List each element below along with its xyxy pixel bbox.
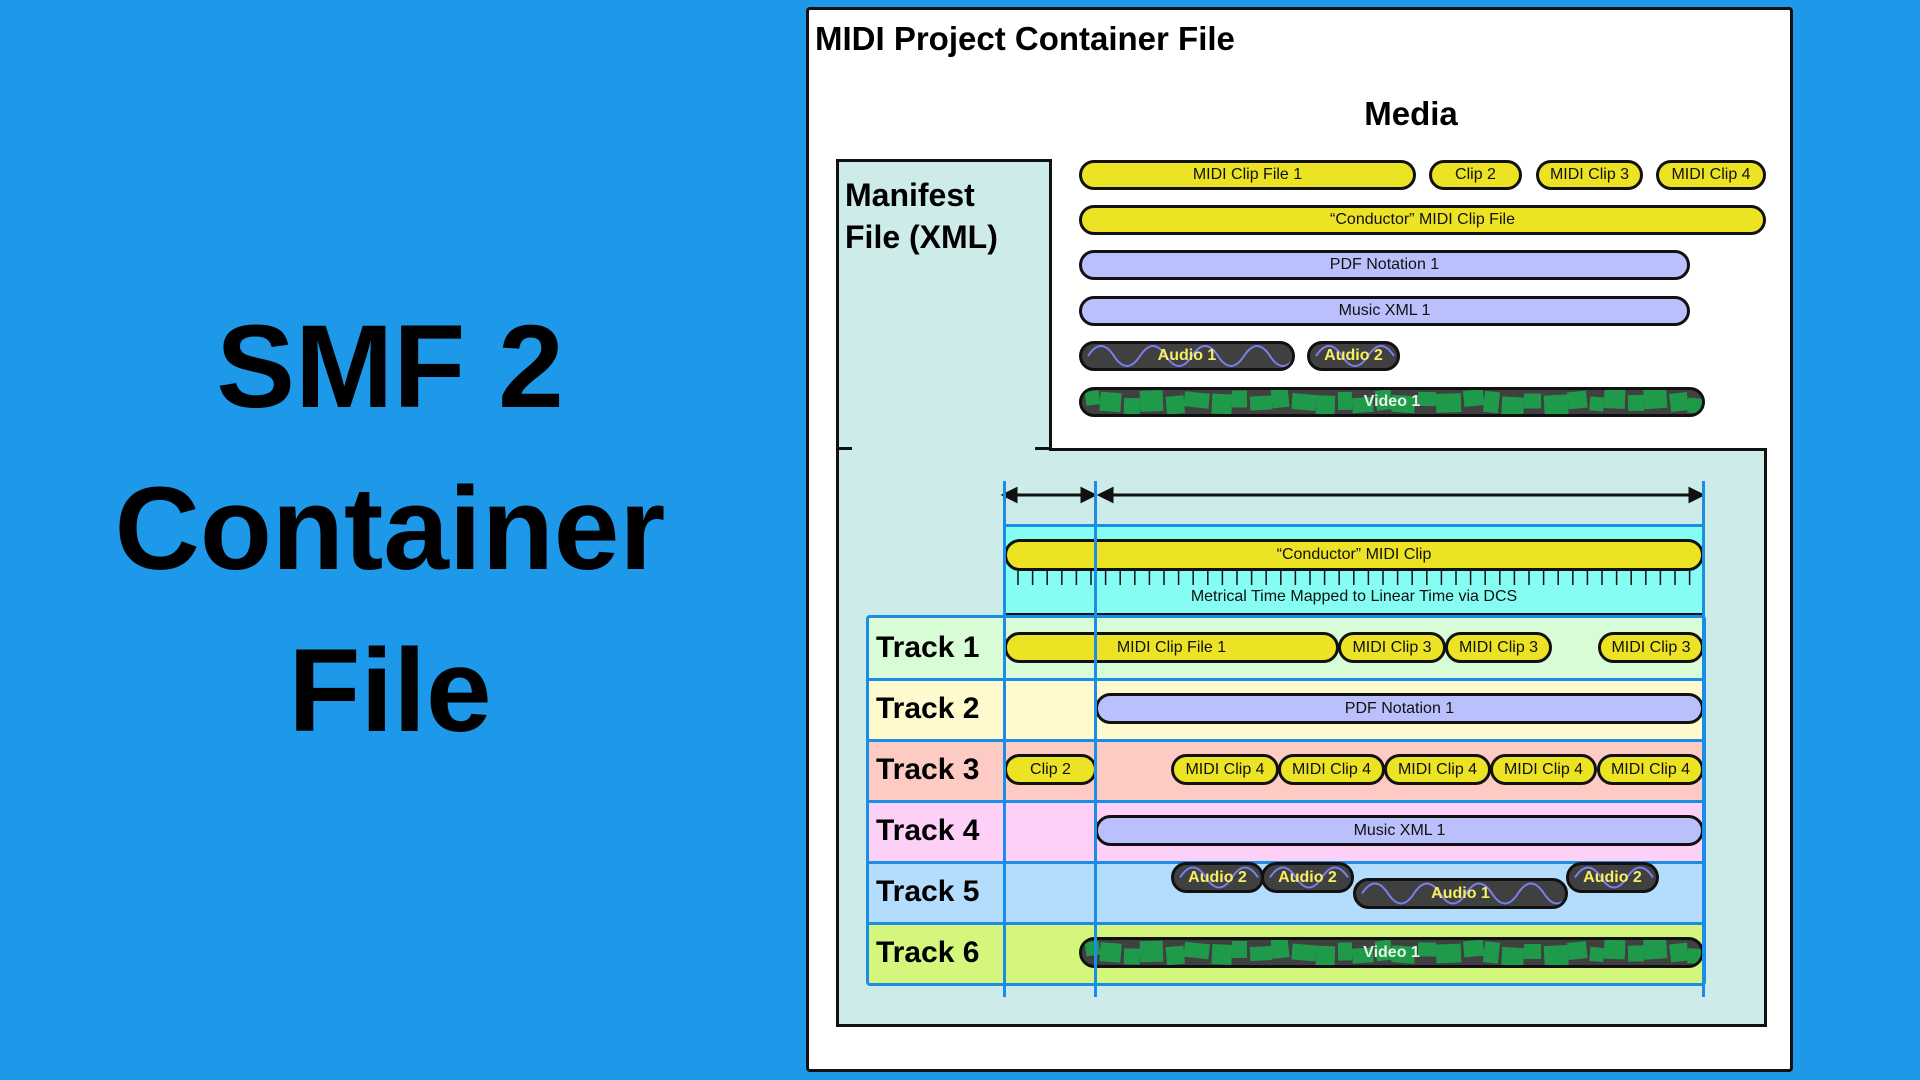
clip-label: MIDI Clip File 1: [1116, 638, 1227, 656]
track-label[interactable]: Track 2: [876, 691, 980, 725]
media-audio-clip[interactable]: Audio 2: [1307, 341, 1400, 371]
track-midi-clip[interactable]: MIDI Clip 4: [1597, 754, 1704, 785]
clip-label: Audio 2: [1188, 868, 1247, 886]
slide-title-line-1: SMF 2: [216, 301, 564, 433]
waveform-icon: [1315, 345, 1395, 367]
slide-title-line-3: File: [288, 625, 492, 757]
media-heading: Media: [1364, 95, 1458, 132]
clip-label: Music XML 1: [1338, 302, 1431, 319]
waveform-icon: [1269, 866, 1349, 889]
clip-label: MIDI Clip 3: [1458, 638, 1539, 656]
clip-label: Audio 2: [1278, 868, 1337, 886]
manifest-label-line-1: Manifest: [845, 177, 975, 213]
clip-label: MIDI Clip 4: [1610, 760, 1691, 778]
pre-roll-arrow: [1000, 486, 1098, 504]
slide-title-line-2: Container: [114, 463, 666, 595]
conductor-midi-clip-label: “Conductor” MIDI Clip: [1276, 546, 1432, 563]
clip-label: Audio 2: [1583, 868, 1642, 886]
waveform-icon: [1361, 882, 1565, 905]
clip-label: MIDI Clip 3: [1352, 638, 1432, 656]
clip-label: Video 1: [1363, 393, 1421, 410]
manifest-tick-left: [836, 447, 852, 450]
track-midi-clip[interactable]: MIDI Clip File 1: [1004, 632, 1339, 663]
track-label[interactable]: Track 1: [876, 630, 980, 664]
clip-label: MIDI Clip 4: [1503, 760, 1584, 778]
track-audio-clip[interactable]: Audio 2: [1566, 862, 1659, 893]
clip-label: MIDI Clip File 1: [1192, 166, 1303, 183]
track-label[interactable]: Track 4: [876, 813, 980, 847]
track-midi-clip[interactable]: MIDI Clip 3: [1445, 632, 1552, 663]
clip-label: PDF Notation 1: [1344, 699, 1455, 717]
media-audio-clip[interactable]: Audio 1: [1079, 341, 1295, 371]
clip-label: Clip 2: [1030, 760, 1071, 778]
media-midi-clip[interactable]: Clip 2: [1429, 160, 1522, 190]
manifest-tick-right: [1035, 447, 1052, 450]
clip-label: MIDI Clip 4: [1185, 760, 1265, 778]
clip-label: “Conductor” MIDI Clip File: [1330, 211, 1515, 228]
clip-label: MIDI Clip 4: [1291, 760, 1372, 778]
clip-label: Audio 1: [1157, 347, 1217, 364]
end-marker-line: [1702, 481, 1705, 997]
waveform-icon: [1574, 866, 1654, 889]
conductor-midi-clip[interactable]: “Conductor” MIDI Clip: [1004, 539, 1704, 571]
slide-title: SMF 2 Container File: [0, 286, 780, 772]
media-video-clip[interactable]: Video 1: [1079, 387, 1705, 417]
track-midi-clip[interactable]: MIDI Clip 4: [1171, 754, 1279, 785]
clip-label: MIDI Clip 4: [1397, 760, 1478, 778]
manifest-label-line-2: File (XML): [845, 219, 998, 255]
time-arrows: [1000, 486, 1706, 504]
track-notation-clip[interactable]: PDF Notation 1: [1095, 693, 1704, 724]
track-midi-clip[interactable]: MIDI Clip 3: [1338, 632, 1446, 663]
track-midi-clip[interactable]: MIDI Clip 4: [1384, 754, 1491, 785]
manifest-box: Manifest File (XML): [836, 159, 1052, 451]
track-video-clip[interactable]: Video 1: [1079, 937, 1704, 968]
track-label[interactable]: Track 5: [876, 874, 980, 908]
track-midi-clip[interactable]: Clip 2: [1004, 754, 1097, 785]
clip-label: Video 1: [1363, 943, 1420, 961]
track-label[interactable]: Track 6: [876, 935, 980, 969]
media-notation-clip[interactable]: PDF Notation 1: [1079, 250, 1690, 280]
media-midi-clip[interactable]: MIDI Clip 3: [1536, 160, 1643, 190]
video-frames-icon: [1084, 390, 1702, 414]
timeline-arrow: [1096, 486, 1706, 504]
waveform-icon: [1179, 866, 1259, 889]
track-label[interactable]: Track 3: [876, 752, 980, 786]
clip-label: MIDI Clip 3: [1611, 638, 1691, 656]
clip-label: Clip 2: [1455, 166, 1496, 183]
media-notation-clip[interactable]: Music XML 1: [1079, 296, 1690, 326]
clip-label: Music XML 1: [1353, 821, 1446, 839]
track-midi-clip[interactable]: MIDI Clip 4: [1490, 754, 1597, 785]
track-audio-clip[interactable]: Audio 1: [1353, 878, 1568, 909]
clip-label: Audio 1: [1431, 884, 1490, 902]
manifest-timeline-join: [839, 446, 1049, 452]
track-midi-clip[interactable]: MIDI Clip 4: [1278, 754, 1385, 785]
ruler-label: Metrical Time Mapped to Linear Time via …: [1190, 588, 1518, 605]
track-audio-clip[interactable]: Audio 2: [1261, 862, 1354, 893]
media-midi-clip[interactable]: MIDI Clip File 1: [1079, 160, 1416, 190]
start-marker-line: [1003, 481, 1006, 997]
waveform-icon: [1087, 345, 1292, 367]
media-midi-clip[interactable]: “Conductor” MIDI Clip File: [1079, 205, 1766, 235]
clip-label: PDF Notation 1: [1329, 256, 1440, 273]
clip-label: MIDI Clip 4: [1671, 166, 1751, 183]
time-ruler: [1017, 571, 1691, 585]
track-grid-border: [866, 615, 1706, 986]
clip-label: MIDI Clip 3: [1549, 166, 1630, 183]
media-midi-clip[interactable]: MIDI Clip 4: [1656, 160, 1766, 190]
video-frames-icon: [1084, 940, 1701, 965]
zero-marker-line: [1094, 481, 1097, 997]
clip-label: Audio 2: [1324, 347, 1383, 364]
diagram-title: MIDI Project Container File: [815, 20, 1235, 57]
track-midi-clip[interactable]: MIDI Clip 3: [1598, 632, 1704, 663]
